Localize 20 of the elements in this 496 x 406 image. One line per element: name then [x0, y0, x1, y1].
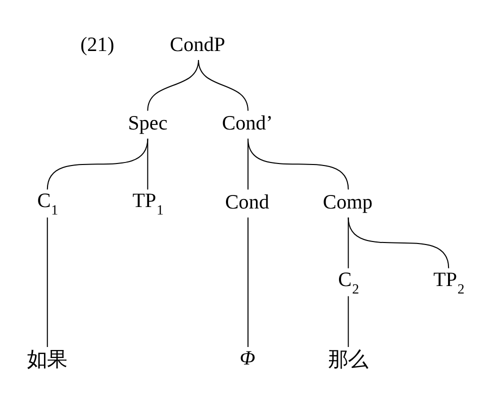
node-text: C$_{1}$	[37, 190, 58, 218]
connector	[348, 216, 450, 268]
connector	[248, 138, 349, 190]
connector	[348, 296, 349, 346]
node-text: TP$_{2}$	[433, 268, 464, 297]
node-text: Cond	[225, 190, 270, 213]
node-text: 那么	[328, 348, 368, 370]
node-text: Φ	[240, 347, 256, 370]
node-text: Cond’	[222, 112, 273, 134]
node-text: 如果	[27, 348, 68, 370]
node-text: C$_{2}$	[338, 268, 360, 297]
connector	[198, 59, 248, 110]
label: (21)	[80, 33, 114, 56]
node-text: Comp	[322, 190, 373, 213]
connector	[46, 138, 148, 190]
connector	[46, 216, 48, 346]
node-text: CondP	[170, 33, 226, 56]
connector	[147, 138, 148, 190]
node-text: TP$_{1}$	[132, 190, 164, 218]
node-text: Spec	[128, 112, 168, 134]
